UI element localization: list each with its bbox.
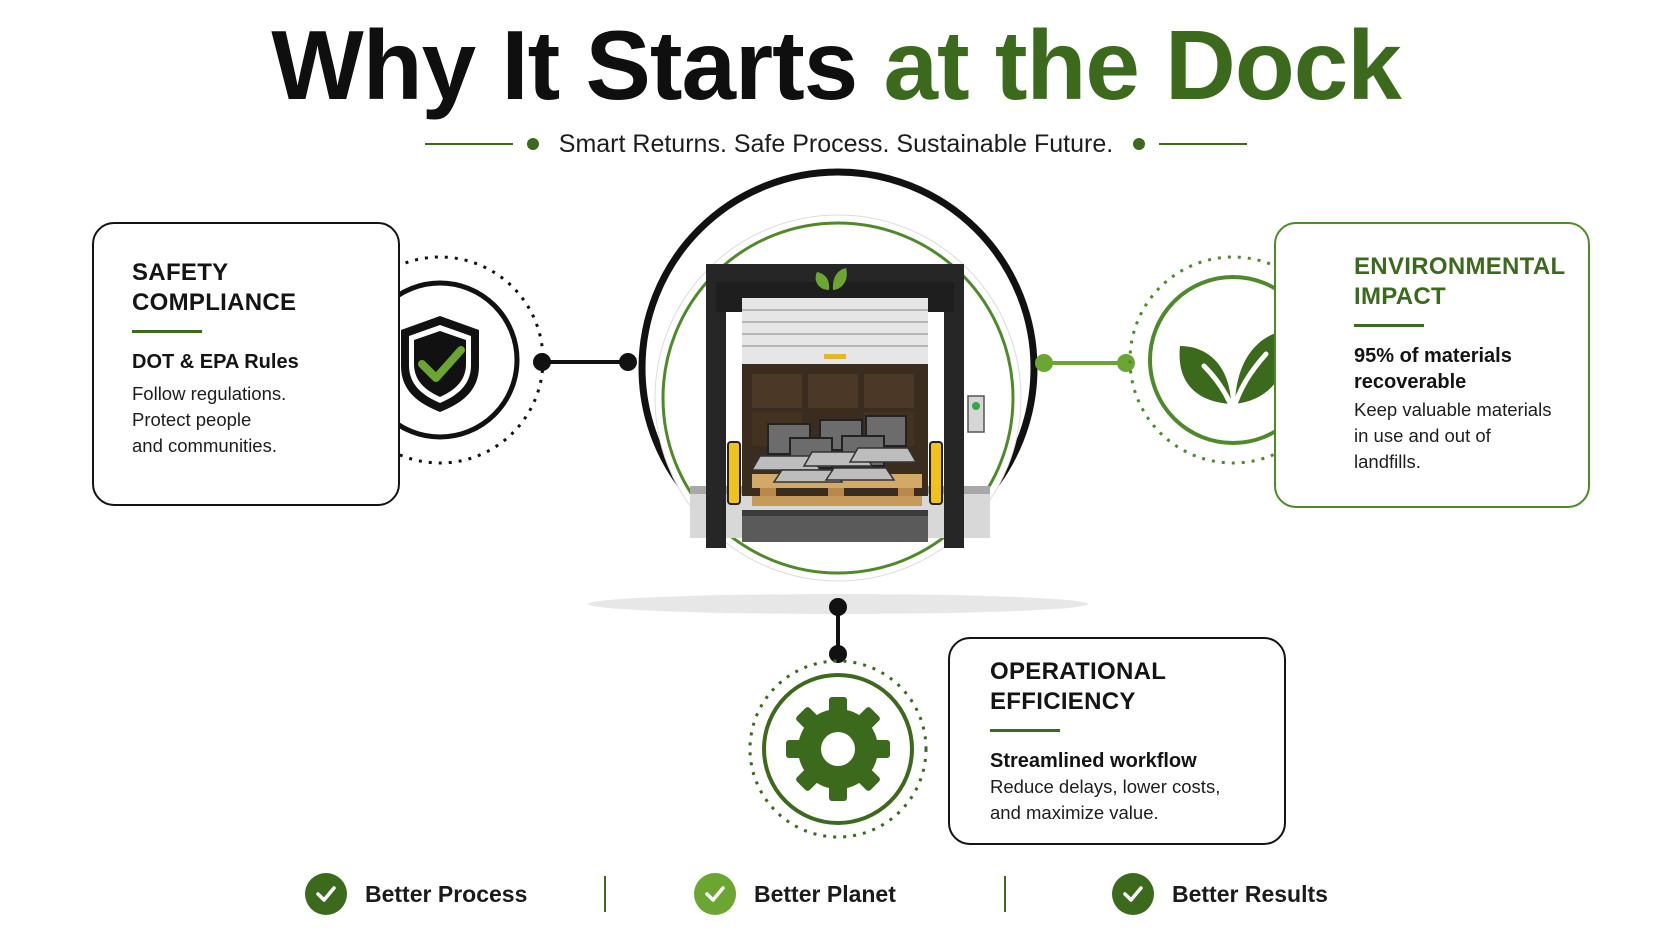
benefit-label: Better Planet <box>754 880 896 907</box>
gear-icon <box>786 697 890 801</box>
environmental-text-line1: Keep valuable materials <box>1354 399 1552 420</box>
environmental-text-line3: landfills. <box>1354 451 1421 472</box>
benefit-better-planet: Better Planet <box>694 873 896 915</box>
environmental-card-heading: 95% of materials recoverable <box>1354 343 1588 395</box>
operational-title-line1: OPERATIONAL <box>990 658 1167 685</box>
environmental-text-line2: in use and out of <box>1354 425 1491 446</box>
safety-card-text: Follow regulations. Protect people and c… <box>132 381 398 459</box>
safety-text-line2: Protect people <box>132 409 252 430</box>
center-white-disc <box>654 214 1022 582</box>
benefit-better-process: Better Process <box>305 873 527 915</box>
operational-card-title: OPERATIONAL EFFICIENCY <box>990 657 1284 717</box>
left-connector-dot-inner <box>619 353 637 371</box>
loading-dock-illustration <box>690 264 990 548</box>
right-connector-dot-outer <box>1117 354 1135 372</box>
check-icon <box>305 873 347 915</box>
safety-title-line2: COMPLIANCE <box>132 289 297 316</box>
subtitle-left-line <box>424 143 513 145</box>
environmental-card-title: ENVIRONMENTAL IMPACT <box>1354 252 1588 312</box>
bottom-connector-dot-bottom <box>829 645 847 663</box>
environmental-card-text: Keep valuable materials in use and out o… <box>1354 397 1588 475</box>
safety-card-title: SAFETY COMPLIANCE <box>132 258 398 318</box>
subtitle-row: Smart Returns. Safe Process. Sustainable… <box>0 126 1672 162</box>
safety-compliance-card: SAFETY COMPLIANCE DOT & EPA Rules Follow… <box>92 222 400 506</box>
subtitle-left-dot <box>526 138 539 150</box>
bottom-connector-dot-top <box>829 598 847 616</box>
benefit-divider <box>1004 876 1006 912</box>
gear-dotted-ring <box>748 659 928 839</box>
environmental-impact-card: ENVIRONMENTAL IMPACT 95% of materials re… <box>1274 222 1590 508</box>
operational-card-rule <box>990 729 1060 732</box>
safety-text-line1: Follow regulations. <box>132 383 287 404</box>
safety-card-rule <box>132 330 202 333</box>
operational-title-line2: EFFICIENCY <box>990 688 1136 715</box>
subtitle-right-dot <box>1133 138 1146 150</box>
operational-efficiency-card: OPERATIONAL EFFICIENCY Streamlined workf… <box>948 637 1286 845</box>
safety-text-line3: and communities. <box>132 435 277 456</box>
safety-title-line1: SAFETY <box>132 259 229 286</box>
subtitle: Smart Returns. Safe Process. Sustainable… <box>558 129 1114 158</box>
shield-dotted-ring <box>335 255 545 465</box>
title-part-green: at the Dock <box>883 10 1401 120</box>
benefit-better-results: Better Results <box>1112 873 1328 915</box>
benefit-divider <box>604 876 606 912</box>
shield-check-icon <box>401 316 479 412</box>
operational-text-line2: and maximize value. <box>990 802 1159 823</box>
environmental-title-line2: IMPACT <box>1354 283 1447 310</box>
check-icon <box>1112 873 1154 915</box>
environmental-title-line1: ENVIRONMENTAL <box>1354 253 1566 280</box>
page-title: Why It Starts at the Dock <box>0 6 1672 124</box>
right-connector-dot-inner <box>1035 354 1053 372</box>
check-icon <box>694 873 736 915</box>
subtitle-right-line <box>1159 143 1248 145</box>
environmental-heading-line1: 95% of materials <box>1354 345 1512 367</box>
operational-card-text: Reduce delays, lower costs, and maximize… <box>990 774 1284 826</box>
environmental-card-rule <box>1354 324 1424 327</box>
title-part-dark: Why It Starts <box>271 10 884 120</box>
benefit-label: Better Process <box>365 880 528 907</box>
safety-card-heading: DOT & EPA Rules <box>132 351 299 373</box>
environmental-heading-line2: recoverable <box>1354 371 1467 393</box>
operational-card-heading: Streamlined workflow <box>990 750 1197 772</box>
center-inner-ring <box>661 221 1015 575</box>
operational-text-line1: Reduce delays, lower costs, <box>990 776 1221 797</box>
benefit-label: Better Results <box>1172 880 1328 907</box>
